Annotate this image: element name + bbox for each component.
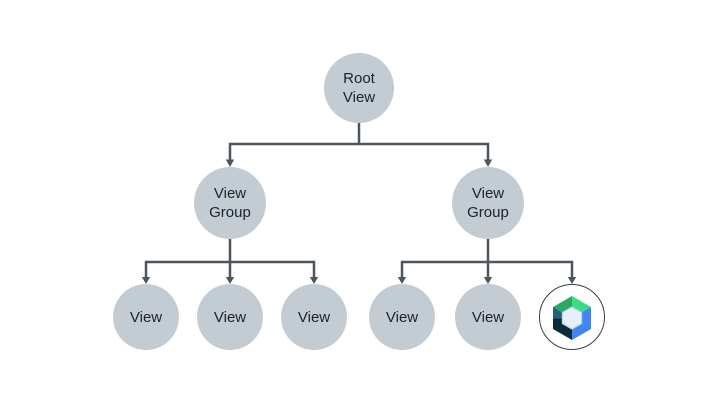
arrowhead-view-5 [483, 277, 493, 284]
connector-left-group-to-views [144, 239, 316, 278]
node-label-line: View [471, 308, 505, 326]
node-view-group-left: View Group [194, 167, 266, 239]
node-view-group-right: View Group [452, 167, 524, 239]
arrowhead-view-1 [141, 277, 151, 284]
node-view-1: View [113, 284, 179, 350]
node-view-5: View [455, 284, 521, 350]
connector-right-group-to-views [400, 239, 574, 278]
logo-green-left-face [553, 296, 572, 313]
arrowhead-right-group [483, 159, 493, 167]
arrowhead-view-4 [397, 277, 407, 284]
arrowhead-compose-node [567, 277, 577, 284]
arrowhead-left-group [225, 159, 235, 167]
logo-inner-hexagon [561, 306, 583, 330]
node-view-2: View [197, 284, 263, 350]
node-label-line: View [385, 308, 419, 326]
node-label-line: View [471, 185, 505, 202]
node-view-3: View [281, 284, 347, 350]
logo-teal-face [553, 307, 563, 319]
node-label-line: View [129, 308, 163, 326]
node-label-line: View [342, 89, 376, 106]
arrowhead-view-3 [309, 277, 319, 284]
node-view-4: View [369, 284, 435, 350]
arrowhead-view-2 [225, 277, 235, 284]
logo-blue-face [572, 307, 591, 340]
node-label-line: View [213, 185, 247, 202]
node-root-view: Root View [324, 53, 394, 123]
jetpack-compose-logo-icon [553, 296, 591, 340]
logo-navy-face [553, 318, 572, 340]
connector-root-to-groups [228, 123, 490, 162]
logo-green-right-face [572, 296, 591, 313]
node-label-line: Group [467, 204, 509, 221]
node-label-line: View [213, 308, 247, 326]
node-compose [539, 284, 605, 350]
node-label-line: Root [343, 70, 375, 87]
node-label-line: View [297, 308, 331, 326]
node-label-line: Group [209, 204, 251, 221]
